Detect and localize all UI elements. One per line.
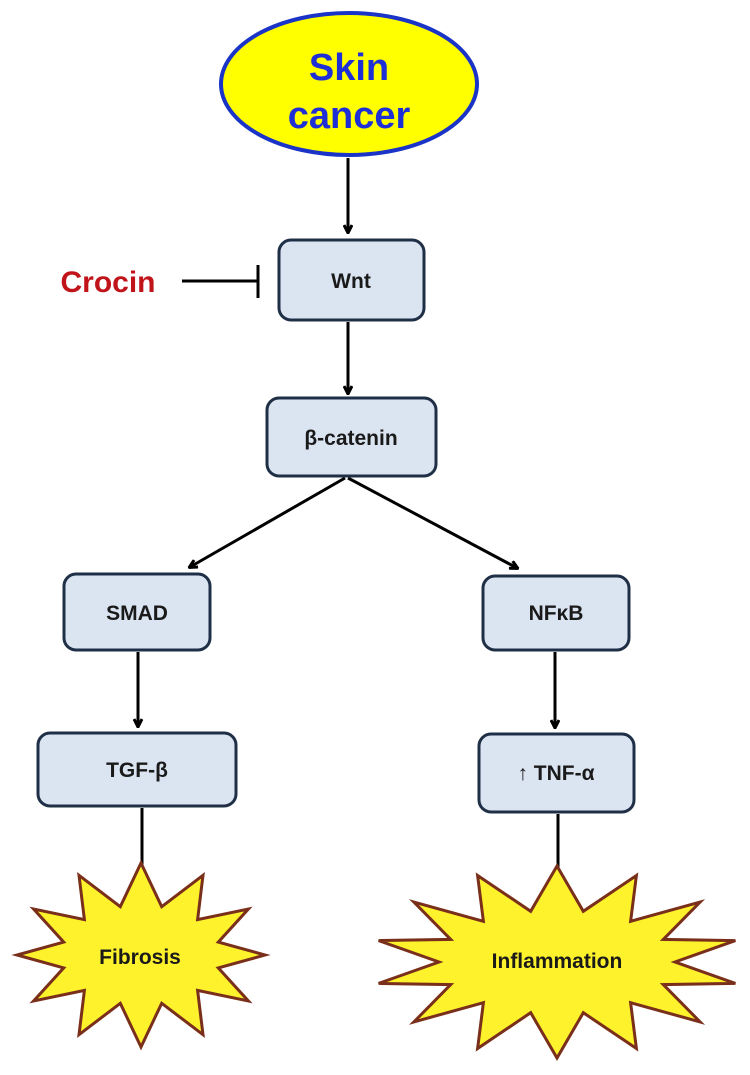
node-wnt: Wnt xyxy=(277,238,426,322)
skin-cancer-label-line2: cancer xyxy=(288,95,411,137)
node-fibrosis: Fibrosis xyxy=(11,859,271,1051)
skin-cancer-label-line1: Skin xyxy=(309,47,389,89)
node-beta-catenin: β-catenin xyxy=(265,396,438,478)
edge-beta-catenin-to-smad xyxy=(190,476,346,567)
skin-cancer-ellipse xyxy=(219,11,479,157)
wnt-box xyxy=(277,238,426,322)
node-nfkb: NFκB xyxy=(481,574,631,652)
nfkb-box xyxy=(481,574,631,652)
nfkb-label: NFκB xyxy=(529,602,584,625)
crocin-label: Crocin xyxy=(60,266,155,299)
tgf-beta-box xyxy=(36,731,238,808)
smad-label: SMAD xyxy=(106,602,168,625)
inflammation-label: Inflammation xyxy=(492,950,623,973)
tnf-alpha-label: ↑ TNF-α xyxy=(517,762,594,785)
beta-catenin-box xyxy=(265,396,438,478)
node-smad: SMAD xyxy=(62,572,212,652)
tnf-alpha-box xyxy=(477,732,636,814)
beta-catenin-label: β-catenin xyxy=(304,427,397,450)
node-tnf-alpha: ↑ TNF-α xyxy=(477,732,636,814)
node-tgf-beta: TGF-β xyxy=(36,731,238,808)
smad-box xyxy=(62,572,212,652)
node-inflammation: Inflammation xyxy=(378,863,736,1061)
fibrosis-label: Fibrosis xyxy=(99,946,181,969)
wnt-label: Wnt xyxy=(331,270,371,293)
node-skin-cancer: Skin cancer xyxy=(219,11,479,157)
tgf-beta-label: TGF-β xyxy=(106,759,168,782)
inflammation-starburst xyxy=(378,863,736,1061)
fibrosis-starburst xyxy=(11,859,271,1051)
edges xyxy=(138,158,558,888)
edge-beta-catenin-to-nfkb xyxy=(347,476,517,568)
